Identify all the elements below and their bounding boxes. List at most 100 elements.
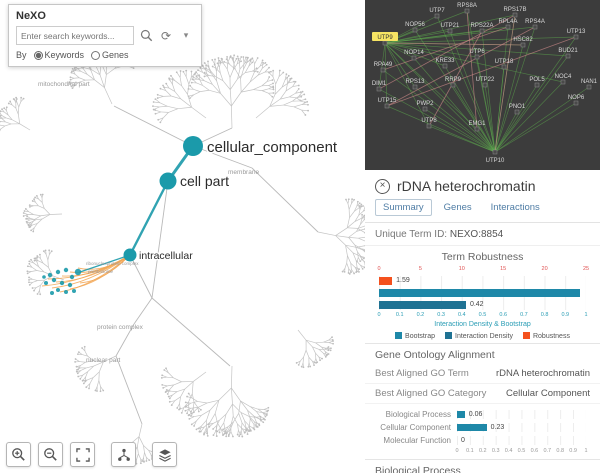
svg-text:membrane: membrane (228, 169, 259, 176)
gene-node-BUD21[interactable] (565, 53, 571, 59)
bar-robustness: 1.59 (379, 276, 586, 286)
gene-node-UTP18[interactable] (501, 64, 507, 70)
tree-layout-button[interactable] (111, 442, 136, 467)
bottom-axis-title: Interaction Density & Bootstrap (434, 321, 531, 328)
divider (365, 343, 600, 344)
gene-node-NOP14[interactable] (411, 55, 417, 61)
gene-node-HSC82[interactable] (520, 42, 526, 48)
gene-node-RPS4A[interactable] (532, 24, 538, 30)
gene-label-RPS13: RPS13 (405, 79, 425, 85)
tab-summary[interactable]: Summary (375, 199, 432, 216)
go-alignment-table: Best Aligned GO Term rDNA heterochromati… (365, 364, 600, 404)
details-header: × rDNA heterochromatin (365, 170, 600, 199)
fit-to-screen-button[interactable] (70, 442, 95, 467)
gene-node-UTP13[interactable] (573, 34, 579, 40)
gene-label-RPA49: RPA49 (374, 62, 393, 68)
gene-node-UTP6[interactable] (474, 54, 480, 60)
unique-term-id-row: Unique Term ID: NEXO:8854 (365, 223, 600, 246)
search-by-keywords-option[interactable]: Keywords (33, 50, 85, 60)
bar-bootstrap (379, 288, 586, 298)
term-node-label-cellular_component: cellular_component (207, 139, 338, 156)
tree-skeleton-edges (113, 105, 319, 425)
gene-node-NOP6[interactable] (573, 100, 579, 106)
gene-label-UTP21: UTP21 (441, 23, 460, 29)
svg-text:mitochondrial part: mitochondrial part (38, 81, 90, 88)
gene-label-UTP8: UTP8 (421, 118, 437, 124)
term-cluster-dots[interactable] (42, 267, 82, 295)
table-row: Best Aligned GO Term rDNA heterochromati… (365, 364, 600, 384)
term-title: rDNA heterochromatin (397, 178, 536, 194)
gene-label-RPL4A: RPL4A (498, 19, 517, 25)
gene-node-PWP2[interactable] (422, 106, 428, 112)
gene-node-RPS8A[interactable] (464, 8, 470, 14)
gene-label-UTP9: UTP9 (377, 35, 393, 41)
svg-text:nuclear part: nuclear part (86, 357, 121, 364)
gene-node-RPS17B[interactable] (512, 12, 518, 18)
gene-node-UTP22[interactable] (482, 82, 488, 88)
zoom-out-button[interactable] (38, 442, 63, 467)
gene-label-UTP18: UTP18 (495, 59, 514, 65)
keywords-radio[interactable] (33, 50, 43, 60)
search-input[interactable] (16, 26, 134, 45)
gene-node-NOP56[interactable] (412, 27, 418, 33)
gene-node-RPL4A[interactable] (505, 24, 511, 30)
search-by-genes-option[interactable]: Genes (91, 50, 129, 60)
term-node-intracellular[interactable] (123, 248, 137, 262)
zoom-in-button[interactable] (6, 442, 31, 467)
gene-node-DIM1[interactable] (376, 86, 382, 92)
gene-node-UTP9[interactable] (382, 40, 388, 46)
go-term-value: rDNA heterochromatin (496, 368, 590, 379)
gene-label-NOP6: NOP6 (568, 95, 585, 101)
gene-label-NAN1: NAN1 (581, 79, 598, 85)
go-category-label: Best Aligned GO Category (375, 388, 487, 399)
search-by-label: By (16, 50, 27, 60)
gene-node-NOC4[interactable] (560, 79, 566, 85)
tab-interactions[interactable]: Interactions (490, 202, 540, 213)
gene-label-EMG1: EMG1 (468, 121, 486, 127)
reset-search-icon[interactable]: ⟳ (158, 28, 174, 44)
gene-node-PNO1[interactable] (514, 109, 520, 115)
gene-node-POL5[interactable] (534, 82, 540, 88)
gene-node-NAN1[interactable] (586, 84, 592, 90)
unique-term-id-label: Unique Term ID: (375, 229, 448, 240)
gene-node-UTP21[interactable] (447, 28, 453, 34)
gene-label-RPS17B: RPS17B (503, 7, 526, 13)
gene-node-UTP10[interactable] (492, 149, 498, 155)
gene-node-UTP15[interactable] (384, 103, 390, 109)
gene-node-KRE33[interactable] (442, 63, 448, 69)
close-icon[interactable]: × (375, 178, 390, 194)
gene-node-RPS22A[interactable] (479, 28, 485, 34)
gene-node-UTP8[interactable] (426, 123, 432, 129)
term-node-cellular_component[interactable] (183, 136, 203, 156)
gene-label-UTP6: UTP6 (469, 49, 485, 55)
bar-interaction-density: 0.42 (379, 300, 586, 310)
genes-radio[interactable] (91, 50, 101, 60)
gene-node-EMG1[interactable] (474, 126, 480, 132)
term-node-cell_part[interactable] (159, 172, 177, 190)
tab-genes[interactable]: Genes (443, 202, 472, 213)
legend-interaction-density: Interaction Density (445, 332, 513, 340)
gene-label-UTP22: UTP22 (476, 77, 495, 83)
gene-node-RRP9[interactable] (450, 82, 456, 88)
keywords-radio-label: Keywords (44, 50, 85, 60)
gene-node-RPS13[interactable] (412, 84, 418, 90)
layers-button[interactable] (152, 442, 177, 467)
search-icon[interactable] (138, 28, 154, 44)
svg-text:ribonucleoprotein complex: ribonucleoprotein complex (86, 261, 139, 266)
svg-text:preribosome: preribosome (88, 269, 114, 274)
highlighted-gene-box (372, 32, 398, 41)
collapse-panel-chevron-icon[interactable]: ▾ (178, 28, 194, 44)
gene-node-UTP7[interactable] (434, 13, 440, 19)
gene-node-RPA49[interactable] (380, 67, 386, 73)
